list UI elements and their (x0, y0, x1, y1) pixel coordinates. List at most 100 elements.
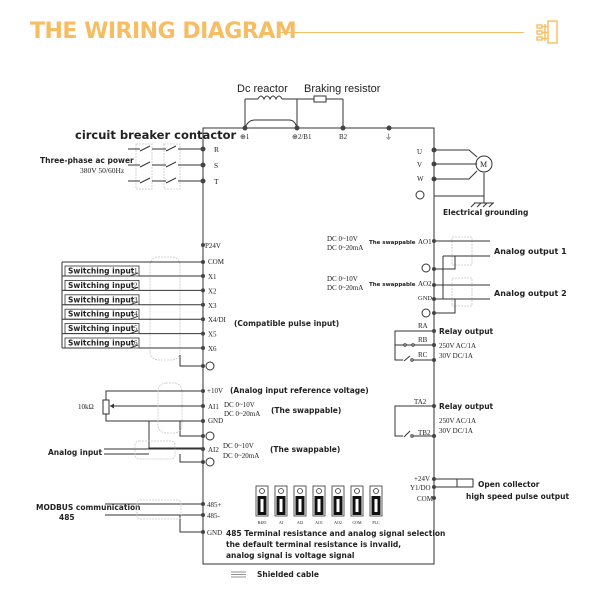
ao2-spec2: DC 0~20mA (327, 284, 363, 292)
open-collector-label: Open collector (478, 480, 540, 489)
dip-switch-label: AO2 (334, 520, 342, 525)
terminal-s: S (214, 161, 218, 170)
ao1-spec2: DC 0~20mA (327, 244, 363, 252)
motor-icon (475, 155, 493, 173)
switching-input-number: 5 (134, 325, 138, 333)
ao1-spec1: DC 0~10V (327, 235, 358, 243)
dip-switch-label: COM (352, 520, 362, 525)
dip-switch-label: PLC (372, 520, 380, 525)
terminal-com: COM (208, 258, 225, 266)
dip-switch[interactable]: AO2 (331, 485, 345, 525)
analog-input-section: +10V (Analog input reference voltage) AI… (48, 382, 369, 467)
terminal-rb: RB (418, 336, 428, 344)
terminal-tb2: TB2 (418, 429, 431, 437)
relay2-label: Relay output (439, 402, 494, 411)
header: THE WIRING DIAGRAM (0, 0, 600, 60)
terminal-ra: RA (418, 322, 428, 330)
power-source-label: Three-phase ac power (40, 156, 134, 165)
relay-section: RA RB RC Relay output 250V AC/1A 30V DC/… (394, 322, 494, 438)
terminal-x4-di: X4/DI (208, 316, 227, 324)
ground-icon (205, 361, 215, 371)
terminal-ao2: AO2 (418, 280, 432, 288)
dip-switch[interactable]: R485 (255, 485, 269, 525)
dip-switch[interactable]: PLC (369, 485, 383, 525)
switching-input-number: 4 (134, 310, 138, 318)
terminal-x1: X1 (208, 273, 217, 281)
terminal-b2: B2 (339, 133, 348, 141)
ref-voltage-note: (Analog input reference voltage) (230, 386, 369, 395)
title-divider (278, 32, 524, 33)
circuit-diagram-icon (536, 20, 558, 44)
dip-switch-label: AI (279, 520, 284, 525)
ao1-label: Analog output 1 (494, 247, 567, 256)
terminal-x3: X3 (208, 302, 217, 310)
switching-input-label: Switching input (68, 339, 135, 348)
ai2-spec1: DC 0~10V (223, 442, 254, 450)
terminal-x6: X6 (208, 345, 217, 353)
ground-icon (421, 308, 431, 318)
dip-note-line-2: the default terminal resistance is inval… (226, 540, 401, 549)
ai2-spec2: DC 0~20mA (223, 452, 259, 460)
terminal-v: V (417, 161, 422, 169)
switching-input-label: Switching input (68, 324, 135, 333)
relay1-spec1: 250V AC/1A (439, 342, 476, 350)
terminal-t: T (214, 177, 219, 186)
modbus-section: MODBUS communication 485 485+ 485- GND (36, 499, 222, 537)
terminal-p24v: P24V (205, 242, 221, 250)
terminal-u: U (417, 148, 422, 156)
relay1-label: Relay output (439, 327, 494, 336)
switching-input-label: Switching input (68, 295, 135, 304)
dip-switch-label: AI2 (297, 520, 303, 525)
power-input-section: circuit breaker contactor Three-phase ac… (40, 128, 237, 190)
terminal-10v: +10V (207, 387, 223, 395)
legend: Shielded cable (231, 570, 319, 579)
ao2-swap: The swappable (369, 282, 416, 288)
ground-icon (205, 431, 215, 441)
dip-switch-row: R485 AI AI2 AO1 AO2 COM PLC (255, 485, 383, 525)
breaker-label: circuit breaker contactor (75, 128, 237, 142)
dip-note: 485 Terminal resistance and analog signa… (226, 529, 445, 560)
dip-switch-label: AO1 (315, 520, 323, 525)
ao2-label: Analog output 2 (494, 289, 567, 298)
switching-input-number: 2 (134, 281, 138, 289)
relay2-spec1: 250V AC/1A (439, 417, 476, 425)
shielded-cable-label: Shielded cable (257, 570, 319, 579)
switching-input-label: Switching input (68, 281, 135, 290)
motor-label: M (480, 160, 487, 169)
dc-bus-section: Dc reactor Braking resistor ⊕1 ⊕2/B1 B2 … (237, 83, 392, 141)
ao2-spec1: DC 0~10V (327, 275, 358, 283)
ground-label: Electrical grounding (443, 208, 528, 217)
x4-pulse-note: (Compatible pulse input) (234, 319, 339, 328)
open-collector-section: +24V Y1/DO COM Open collector high speed… (410, 475, 569, 503)
terminal-ao1: AO1 (418, 238, 432, 246)
dip-switch[interactable]: AI2 (293, 485, 307, 525)
ground-icon (421, 263, 431, 273)
terminal-rc: RC (418, 351, 428, 359)
relay1-spec2: 30V DC/1A (439, 352, 473, 360)
dip-note-line-1: 485 Terminal resistance and analog signa… (226, 529, 445, 538)
terminal-x5: X5 (208, 331, 217, 339)
terminal-ai2: AI2 (208, 446, 219, 454)
terminal-y1-do: Y1/DO (410, 484, 431, 492)
ai1-note: (The swappable) (271, 406, 341, 415)
dip-switch[interactable]: AO1 (312, 485, 326, 525)
dip-switch[interactable]: AI (274, 485, 288, 525)
terminal-gnd-485: GND (207, 529, 222, 537)
pot-label: 10kΩ (78, 403, 94, 411)
dc-reactor-label: Dc reactor (237, 83, 288, 95)
terminal-ai1: AI1 (208, 403, 219, 411)
ground-icon (205, 457, 215, 467)
ao1-swap: The swappable (369, 240, 416, 246)
terminal-com-oc: COM (417, 495, 434, 503)
dip-switch-label: R485 (258, 520, 267, 525)
terminal-485-plus: 485+ (207, 501, 222, 509)
dip-switch[interactable]: COM (350, 485, 364, 525)
